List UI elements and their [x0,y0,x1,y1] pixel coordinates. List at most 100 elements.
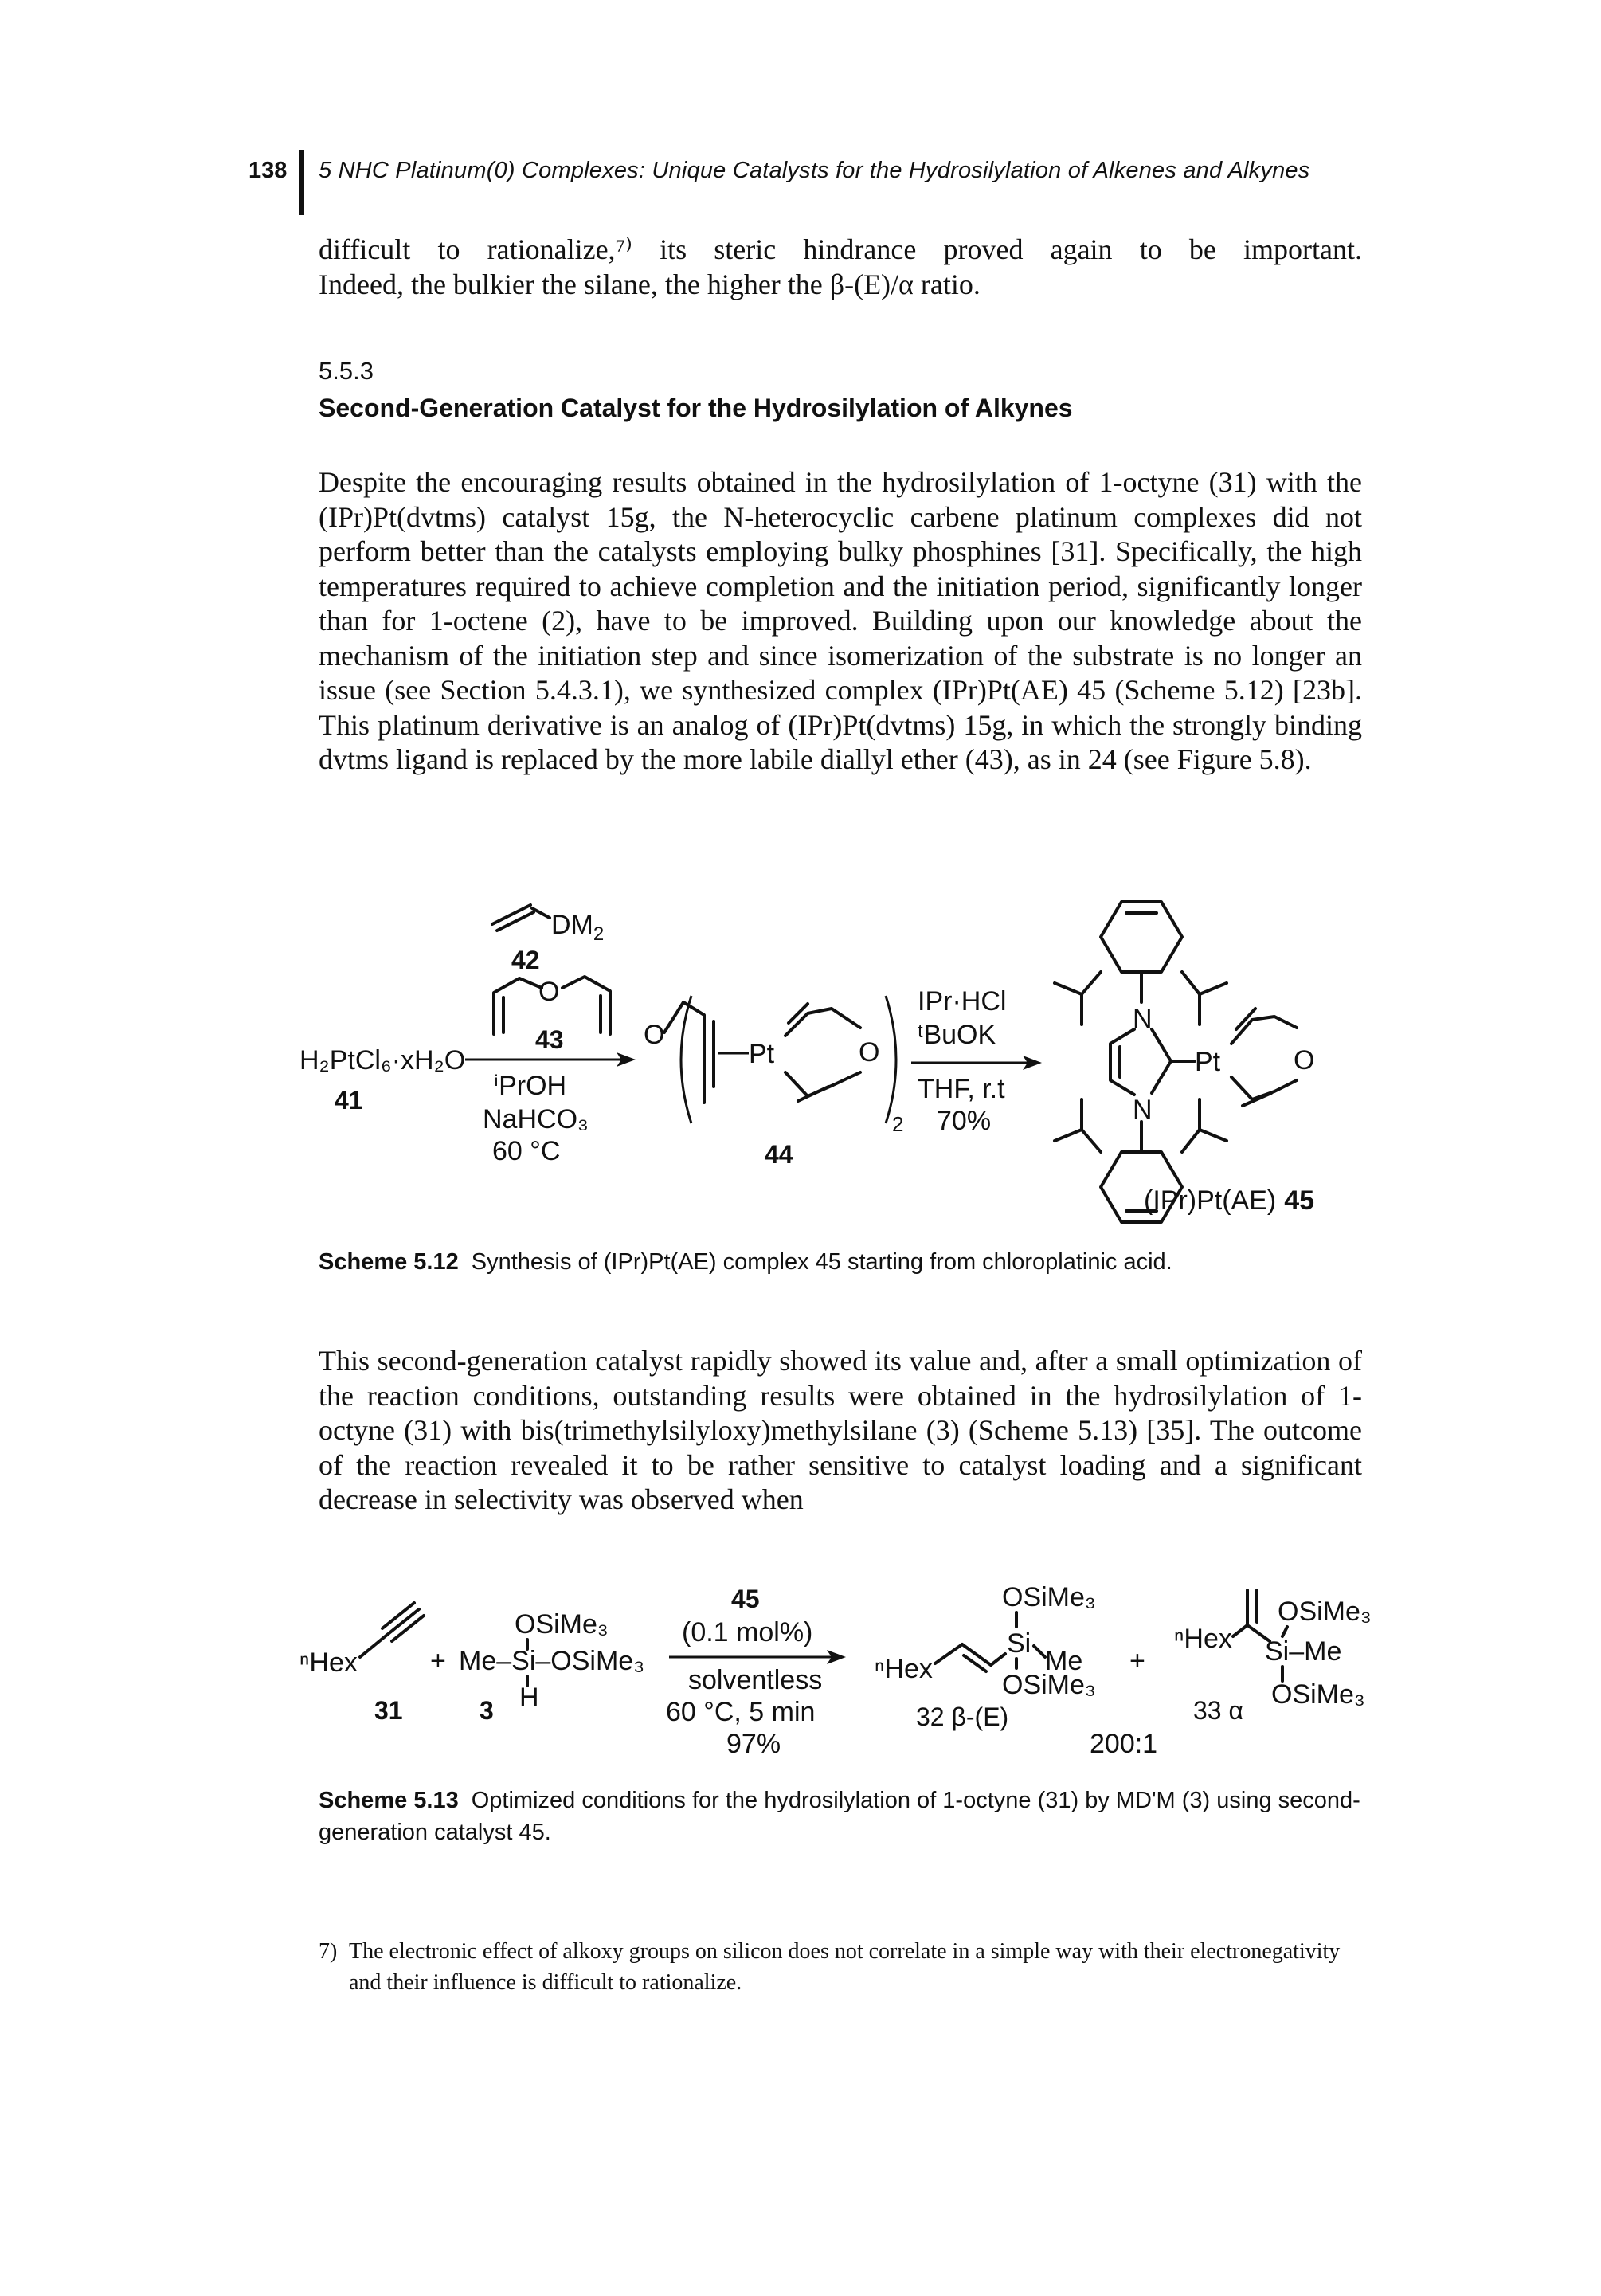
scheme-5-13: ⁿHex 31 + OSiMe₃ Me–Si–OSiMe₃ H 3 45 (0.… [299,1582,1372,1759]
bond-ipr-top-right [1180,970,1228,1026]
plus-1: + [430,1646,446,1676]
label-n-bottom: N [1133,1095,1153,1125]
paragraph-after: This second-generation catalyst rapidly … [319,1344,1362,1518]
paren-44-left [679,995,693,1124]
compound-3: 3 [480,1696,494,1725]
reag-thf: THF, r.t [918,1074,1005,1104]
footnote: 7) The electronic effect of alkoxy group… [319,1936,1362,1998]
cat-loading: (0.1 mol%) [682,1617,812,1648]
section-title: Second-Generation Catalyst for the Hydro… [319,394,1073,422]
header-rule [299,150,304,215]
cond-1-ipr: ⁱPrOH [494,1071,566,1101]
bond-31-triple-b [381,1601,416,1630]
arrow-2-head [1023,1056,1042,1070]
compound-42: 42 [511,946,540,974]
label-32-osime3-bottom: OSiMe₃ [1002,1670,1096,1700]
label-n-top: N [1133,1004,1153,1034]
label-45-pt: Pt [1195,1047,1221,1077]
bond-ipr-bottom-right [1180,1098,1228,1154]
caption-512-label: Scheme 5.12 [319,1249,459,1275]
bond-43-left [492,977,543,1036]
label-33-osime3-top: OSiMe₃ [1278,1597,1372,1627]
bond-ipr-bottom-left [1053,1098,1102,1154]
running-head: 5 NHC Platinum(0) Complexes: Unique Cata… [319,158,1310,183]
cond-temp-time: 60 °C, 5 min [666,1697,815,1727]
compound-32: 32 β-(E) [916,1702,1008,1731]
label-hex-31: ⁿHex [299,1648,358,1678]
bond-33-b [1246,1624,1271,1643]
cond-yield: 97% [726,1729,781,1759]
ring-aryl-top [1099,900,1184,974]
page-number: 138 [249,158,288,183]
reag-yield: 70% [937,1106,991,1136]
arrow-1-head [617,1052,636,1067]
bond-31-chain [358,1633,389,1659]
bond-33-si-top [1281,1625,1289,1638]
paragraph-top-line1: difficult to rationalize,⁷⁾ its steric h… [319,233,1362,265]
bond-44-upper-double [787,1002,809,1025]
label-3-osime3: OSiMe₃ [515,1609,609,1640]
cond-1-temp: 60 °C [492,1136,560,1166]
ratio: 200:1 [1090,1729,1157,1759]
reag-tbuok: ᵗBuOK [918,1020,996,1050]
label-44-oxygen: O [644,1020,664,1050]
bond-44-upper [784,1007,862,1037]
cat-number: 45 [731,1585,760,1613]
bond-45-upper [1230,1015,1298,1045]
label-44-subscript: 2 [892,1112,903,1136]
paragraph-top-line2: Indeed, the bulkier the silane, the high… [319,268,981,300]
arrow-3-head [827,1650,846,1664]
bond-45-upper-double [1235,1007,1257,1031]
bond-42-a [491,903,532,926]
compound-33: 33 α [1193,1696,1243,1725]
caption-scheme-5-12: Scheme 5.12 Synthesis of (IPr)Pt(AE) comp… [319,1246,1362,1278]
cond-1-nahco3: NaHCO₃ [483,1104,589,1134]
label-33-si-me: Si–Me [1265,1636,1341,1667]
label-hex-32: ⁿHex [875,1654,933,1684]
paragraph-top: difficult to rationalize,⁷⁾ its steric h… [319,233,1362,302]
label-3-h: H [519,1683,539,1713]
label-32-si: Si [1007,1628,1031,1659]
label-33-osime3-bottom: OSiMe₃ [1271,1679,1365,1710]
compound-44: 44 [765,1140,793,1169]
compound-31: 31 [374,1696,403,1725]
label-32-me: Me [1045,1646,1082,1676]
bond-33-a [1231,1624,1249,1638]
footnote-mark: 7) [319,1939,338,1964]
bond-32-a [934,1643,964,1665]
bond-31-triple-a [386,1608,421,1636]
bond-43-right [561,975,612,1036]
section-number: 5.5.3 [319,357,374,385]
label-h2ptcl6: H₂PtCl₆·xH₂O [299,1045,465,1076]
bond-32-si-me [1032,1644,1047,1659]
label-44-pt: Pt [749,1039,775,1069]
label-44-ring-oxygen: O [859,1037,879,1068]
label-3-me-si-osime3: Me–Si–OSiMe₃ [459,1646,644,1676]
plus-2: + [1129,1646,1145,1676]
reag-ipr-hcl: IPr·HCl [918,986,1006,1017]
paragraph-after-text: This second-generation catalyst rapidly … [319,1345,1362,1515]
bond-32-c [989,1652,1007,1667]
bond-42-c [530,907,551,919]
caption-512-text: Synthesis of (IPr)Pt(AE) complex 45 star… [471,1249,1172,1275]
caption-513-label: Scheme 5.13 [319,1788,459,1813]
product-name: (IPr)Pt(AE) [1144,1185,1276,1216]
label-32-osime3-top: OSiMe₃ [1002,1582,1096,1612]
bond-31-triple-c [390,1614,425,1643]
paren-44-right [884,995,898,1124]
bond-42-b [495,911,535,932]
compound-45: 45 [1284,1185,1314,1216]
bond-32-b-double [962,1654,988,1673]
ring-imidazole [1109,1028,1136,1096]
bond-45-lower-double [1241,1091,1273,1107]
bond-ipr-top-left [1053,970,1102,1026]
label-43-oxygen: O [538,977,559,1007]
compound-41: 41 [335,1086,363,1115]
paragraph-main-text: Despite the encouraging results obtained… [319,466,1362,775]
caption-513-text: Optimized conditions for the hydrosilyla… [319,1788,1360,1845]
label-dm2: DM2 [551,910,604,945]
label-hex-33: ⁿHex [1174,1624,1232,1654]
label-45-oxygen: O [1294,1045,1314,1076]
cond-solventless: solventless [688,1665,822,1695]
